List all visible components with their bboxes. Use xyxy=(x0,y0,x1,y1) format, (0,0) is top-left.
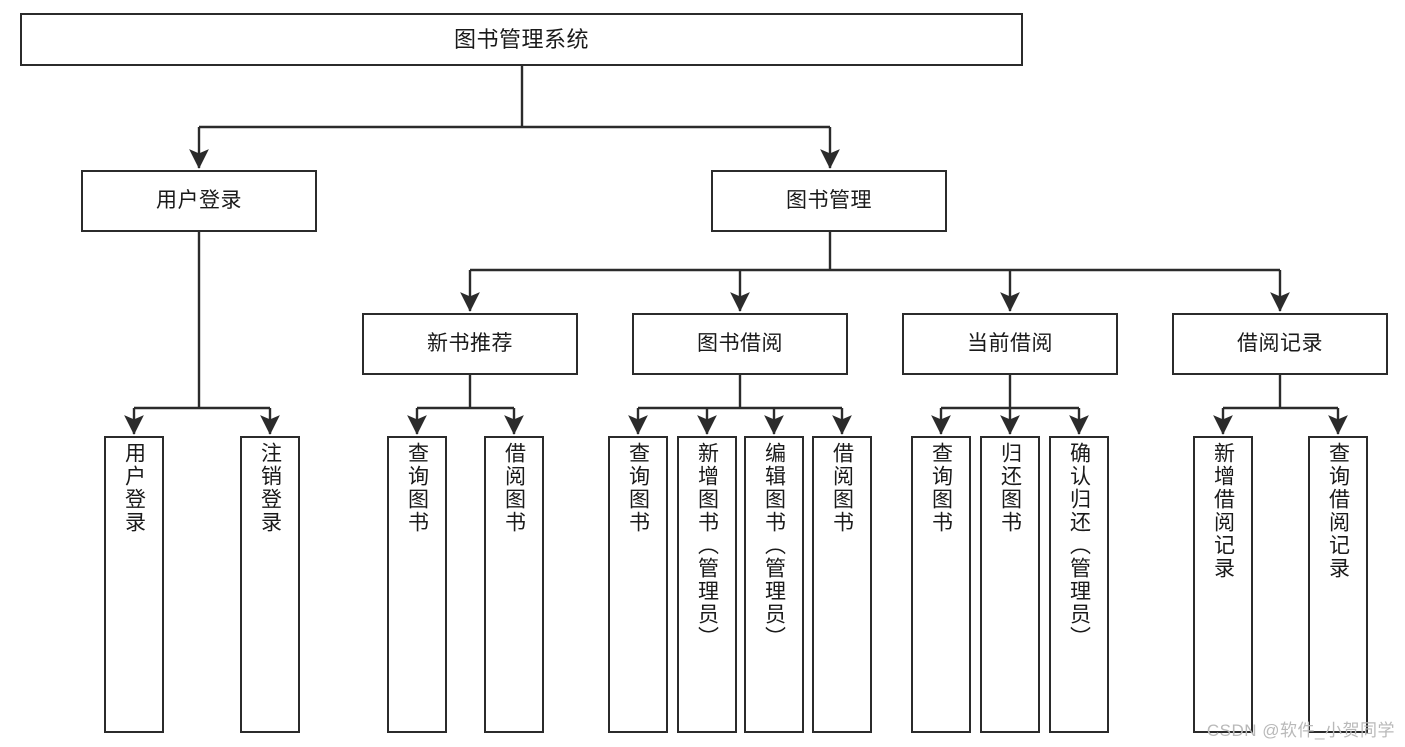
node-leaf-user-logout[interactable]: 注销登录 xyxy=(240,436,300,733)
node-leaf-query-book-3-label: 查询图书 xyxy=(929,442,953,534)
node-leaf-borrow-book-1[interactable]: 借阅图书 xyxy=(484,436,544,733)
node-book-manage[interactable]: 图书管理 xyxy=(711,170,947,232)
node-user-login[interactable]: 用户登录 xyxy=(81,170,317,232)
watermark: CSDN @软件_小贺同学 xyxy=(1206,721,1395,740)
node-current-borrow[interactable]: 当前借阅 xyxy=(902,313,1118,375)
node-leaf-query-book-3[interactable]: 查询图书 xyxy=(911,436,971,733)
node-leaf-add-record[interactable]: 新增借阅记录 xyxy=(1193,436,1253,733)
node-leaf-user-login[interactable]: 用户登录 xyxy=(104,436,164,733)
node-leaf-add-record-label: 新增借阅记录 xyxy=(1211,442,1235,580)
node-book-manage-label: 图书管理 xyxy=(786,188,872,212)
node-leaf-query-book-2[interactable]: 查询图书 xyxy=(608,436,668,733)
node-new-book-recommend[interactable]: 新书推荐 xyxy=(362,313,578,375)
node-leaf-return-book-label: 归还图书 xyxy=(998,442,1022,534)
node-current-borrow-label: 当前借阅 xyxy=(967,331,1053,355)
node-root[interactable]: 图书管理系统 xyxy=(20,13,1023,66)
node-leaf-query-record-label: 查询借阅记录 xyxy=(1326,442,1350,580)
node-leaf-confirm-return-label: 确认归还（管理员） xyxy=(1067,442,1091,649)
node-user-login-label: 用户登录 xyxy=(156,188,242,212)
node-leaf-query-record[interactable]: 查询借阅记录 xyxy=(1308,436,1368,733)
node-book-borrow[interactable]: 图书借阅 xyxy=(632,313,848,375)
node-leaf-user-login-label: 用户登录 xyxy=(122,442,146,534)
node-leaf-borrow-book-2[interactable]: 借阅图书 xyxy=(812,436,872,733)
node-leaf-add-book[interactable]: 新增图书（管理员） xyxy=(677,436,737,733)
node-leaf-query-book-1[interactable]: 查询图书 xyxy=(387,436,447,733)
node-leaf-borrow-book-1-label: 借阅图书 xyxy=(502,442,526,534)
node-leaf-edit-book[interactable]: 编辑图书（管理员） xyxy=(744,436,804,733)
node-leaf-borrow-book-2-label: 借阅图书 xyxy=(830,442,854,534)
node-leaf-edit-book-label: 编辑图书（管理员） xyxy=(762,442,786,649)
node-leaf-confirm-return[interactable]: 确认归还（管理员） xyxy=(1049,436,1109,733)
node-root-label: 图书管理系统 xyxy=(453,26,589,52)
node-borrow-record[interactable]: 借阅记录 xyxy=(1172,313,1388,375)
node-leaf-add-book-label: 新增图书（管理员） xyxy=(695,442,719,649)
node-leaf-return-book[interactable]: 归还图书 xyxy=(980,436,1040,733)
node-leaf-query-book-2-label: 查询图书 xyxy=(626,442,650,534)
node-leaf-query-book-1-label: 查询图书 xyxy=(405,442,429,534)
node-leaf-user-logout-label: 注销登录 xyxy=(258,442,282,534)
node-new-book-recommend-label: 新书推荐 xyxy=(427,331,513,355)
node-book-borrow-label: 图书借阅 xyxy=(697,331,783,355)
node-borrow-record-label: 借阅记录 xyxy=(1237,331,1323,355)
